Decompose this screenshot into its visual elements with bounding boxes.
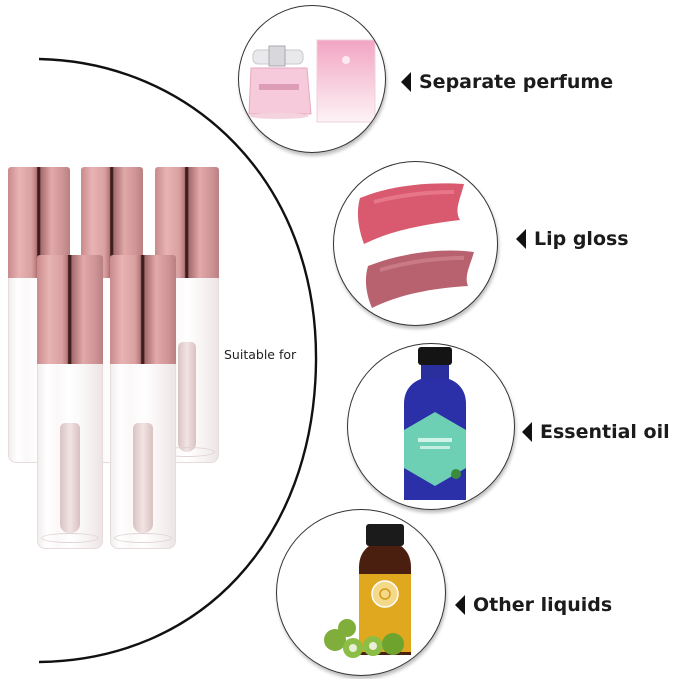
use-label-text: Lip gloss [534,228,629,250]
tube-rim [41,533,99,543]
pointer-arrow-icon [516,229,526,249]
essential-oil-image-circle [347,343,515,510]
tube-rim [114,533,172,543]
lip-gloss-tube [110,255,176,549]
essential-oil-bottle-illustration [404,347,466,500]
lip-gloss-image-circle [333,161,498,326]
applicator-wand [133,423,153,533]
lip-swatch-illustration [357,183,474,308]
lip-gloss-tube [37,255,103,549]
perfume-image-circle [238,5,386,153]
pointer-arrow-icon [522,422,532,442]
pointer-arrow-icon [401,72,411,92]
perfume-illustration [248,39,376,123]
use-label-text: Separate perfume [419,71,614,93]
tube-cap [110,255,176,364]
use-label-essential-oil: Essential oil [522,421,670,443]
tube-cap [37,255,103,364]
use-label-text: Essential oil [540,421,670,443]
use-label-text: Other liquids [473,594,613,616]
pointer-arrow-icon [455,595,465,615]
use-label-lip-gloss: Lip gloss [516,228,629,250]
applicator-wand [178,342,196,452]
other-liquids-image-circle [276,509,446,676]
use-label-perfume: Separate perfume [401,71,613,93]
use-label-other-liquids: Other liquids [455,594,612,616]
amber-bottle-illustration [324,524,411,658]
suitable-for-label: Suitable for [224,347,297,362]
applicator-wand [60,423,80,533]
lip-gloss-tube-group [0,0,230,679]
